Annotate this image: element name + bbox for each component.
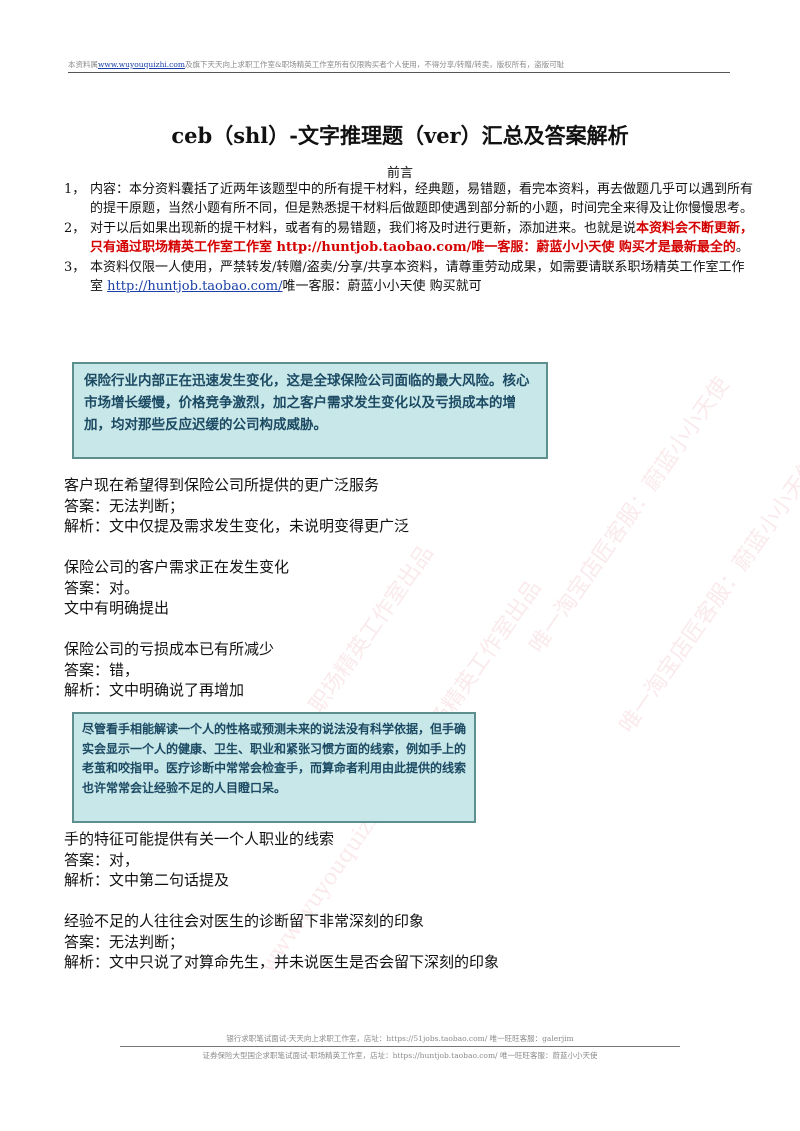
footer-line-1: 银行求职笔试面试-天天向上求职工作室，店址：https://51jobs.tao…	[226, 1034, 574, 1043]
shop-link[interactable]: http://huntjob.taobao.com/	[107, 278, 283, 294]
item-text-before: 本资料仅限一人使用，严禁转发/转赠/盗卖/分享/共享本资料，请尊重劳动成果，如需…	[90, 260, 745, 294]
page-title: ceb（shl）-文字推理题（ver）汇总及答案解析	[171, 123, 629, 148]
item-text-before: 对于以后如果出现新的提干材料，或者有的易错题，我们将及时进行更新，添加进来。也就…	[90, 221, 637, 236]
question: 经验不足的人往往会对医生的诊断留下非常深刻的印象	[64, 912, 425, 930]
explanation: 解析：文中第二句话提及	[64, 871, 230, 889]
preface-heading: 前言	[386, 166, 413, 181]
item-text-after: 唯一客服：蔚蓝小小天使 购买就可	[282, 278, 482, 294]
page-header: 本资料属www.wuyouquizhi.com及旗下天天向上求职工作室&职场精英…	[68, 59, 728, 70]
question: 手的特征可能提供有关一个人职业的线索	[64, 830, 335, 848]
passage-box: 尽管看手相能解读一个人的性格或预测未来的说法没有科学依据，但手确实会显示一个人的…	[72, 712, 476, 823]
explanation: 解析：文中只说了对算命先生，并未说医生是否会留下深刻的印象	[64, 953, 500, 971]
answer: 答案：对。	[64, 578, 140, 597]
answer: 答案：无法判断；	[64, 496, 185, 515]
list-item: 3， 本资料仅限一人使用，严禁转发/转赠/盗卖/分享/共享本资料，请尊重劳动成果…	[64, 259, 754, 296]
preface-list: 1， 内容：本分资料囊括了近两年该题型中的所有提干材料，经典题，易错题，看完本资…	[64, 181, 754, 298]
highlight-notice: 本资料会不断更新，只有通过职场精英工作室工作室 http://huntjob.t…	[90, 221, 754, 255]
list-item: 2， 对于以后如果出现新的提干材料，或者有的易错题，我们将及时进行更新，添加进来…	[64, 220, 754, 257]
question: 保险公司的亏损成本已有所减少	[64, 640, 275, 658]
list-item: 1， 内容：本分资料囊括了近两年该题型中的所有提干材料，经典题，易错题，看完本资…	[64, 181, 754, 218]
qa-group: 手的特征可能提供有关一个人职业的线索 答案：对， 解析：文中第二句话提及 经验不…	[64, 829, 744, 973]
footer-divider	[120, 1046, 680, 1047]
header-prefix: 本资料属	[68, 60, 98, 69]
qa-group: 客户现在希望得到保险公司所提供的更广泛服务 答案：无法判断； 解析：文中仅提及需…	[64, 475, 744, 701]
item-number: 2，	[64, 221, 86, 236]
header-link[interactable]: www.wuyouquizhi.com	[98, 60, 186, 69]
answer: 答案：错，	[64, 660, 140, 679]
item-text: 本资料仅限一人使用，严禁转发/转赠/盗卖/分享/共享本资料，请尊重劳动成果，如需…	[90, 259, 754, 296]
footer-line-2: 证券保险大型国企求职笔试面试-职场精英工作室，店址：https://huntjo…	[202, 1051, 598, 1060]
item-number: 3，	[64, 260, 86, 275]
header-divider	[68, 72, 730, 73]
explanation: 解析：文中明确说了再增加	[64, 681, 245, 699]
explanation: 解析：文中仅提及需求发生变化，未说明变得更广泛	[64, 517, 410, 535]
passage-box: 保险行业内部正在迅速发生变化，这是全球保险公司面临的最大风险。核心市场增长缓慢，…	[72, 362, 548, 459]
item-text-after: 。	[735, 239, 749, 255]
answer: 答案：对，	[64, 850, 140, 869]
header-suffix: 及旗下天天向上求职工作室&职场精英工作室所有仅限购买者个人使用，不得分享/转赠/…	[185, 60, 565, 69]
item-text: 内容：本分资料囊括了近两年该题型中的所有提干材料，经典题，易错题，看完本资料，再…	[90, 182, 754, 216]
item-number: 1，	[64, 182, 86, 197]
answer: 答案：无法判断；	[64, 932, 185, 951]
question: 客户现在希望得到保险公司所提供的更广泛服务	[64, 476, 380, 494]
explanation: 文中有明确提出	[64, 599, 170, 617]
question: 保险公司的客户需求正在发生变化	[64, 558, 290, 576]
item-text: 对于以后如果出现新的提干材料，或者有的易错题，我们将及时进行更新，添加进来。也就…	[90, 220, 754, 257]
